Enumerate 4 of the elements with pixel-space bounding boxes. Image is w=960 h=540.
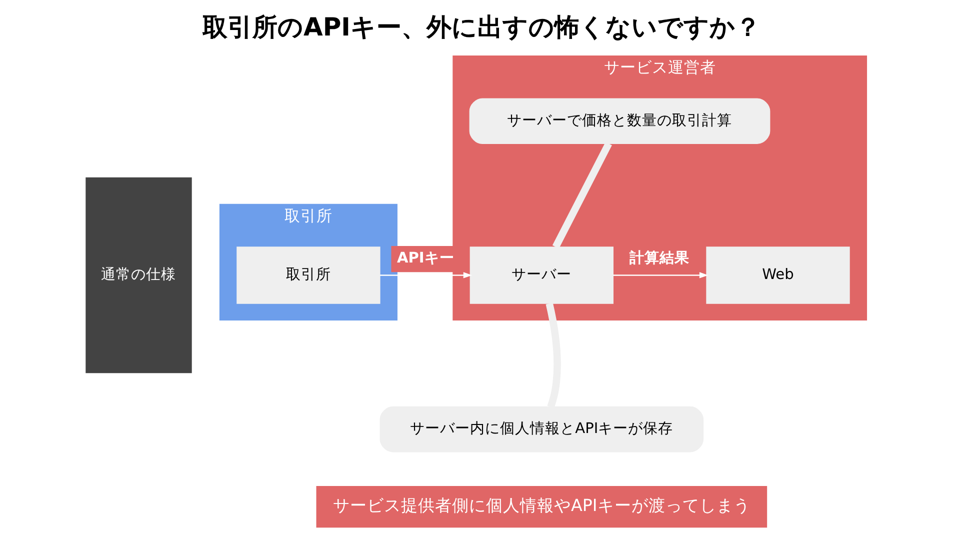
edge-label: APIキー: [396, 249, 454, 266]
label: サービス提供者側に個人情報やAPIキーが渡ってしまう: [332, 496, 750, 515]
diagram-title: 取引所のAPIキー、外に出すの怖くないですか？: [202, 12, 760, 42]
edge-label: 計算結果: [629, 249, 690, 266]
